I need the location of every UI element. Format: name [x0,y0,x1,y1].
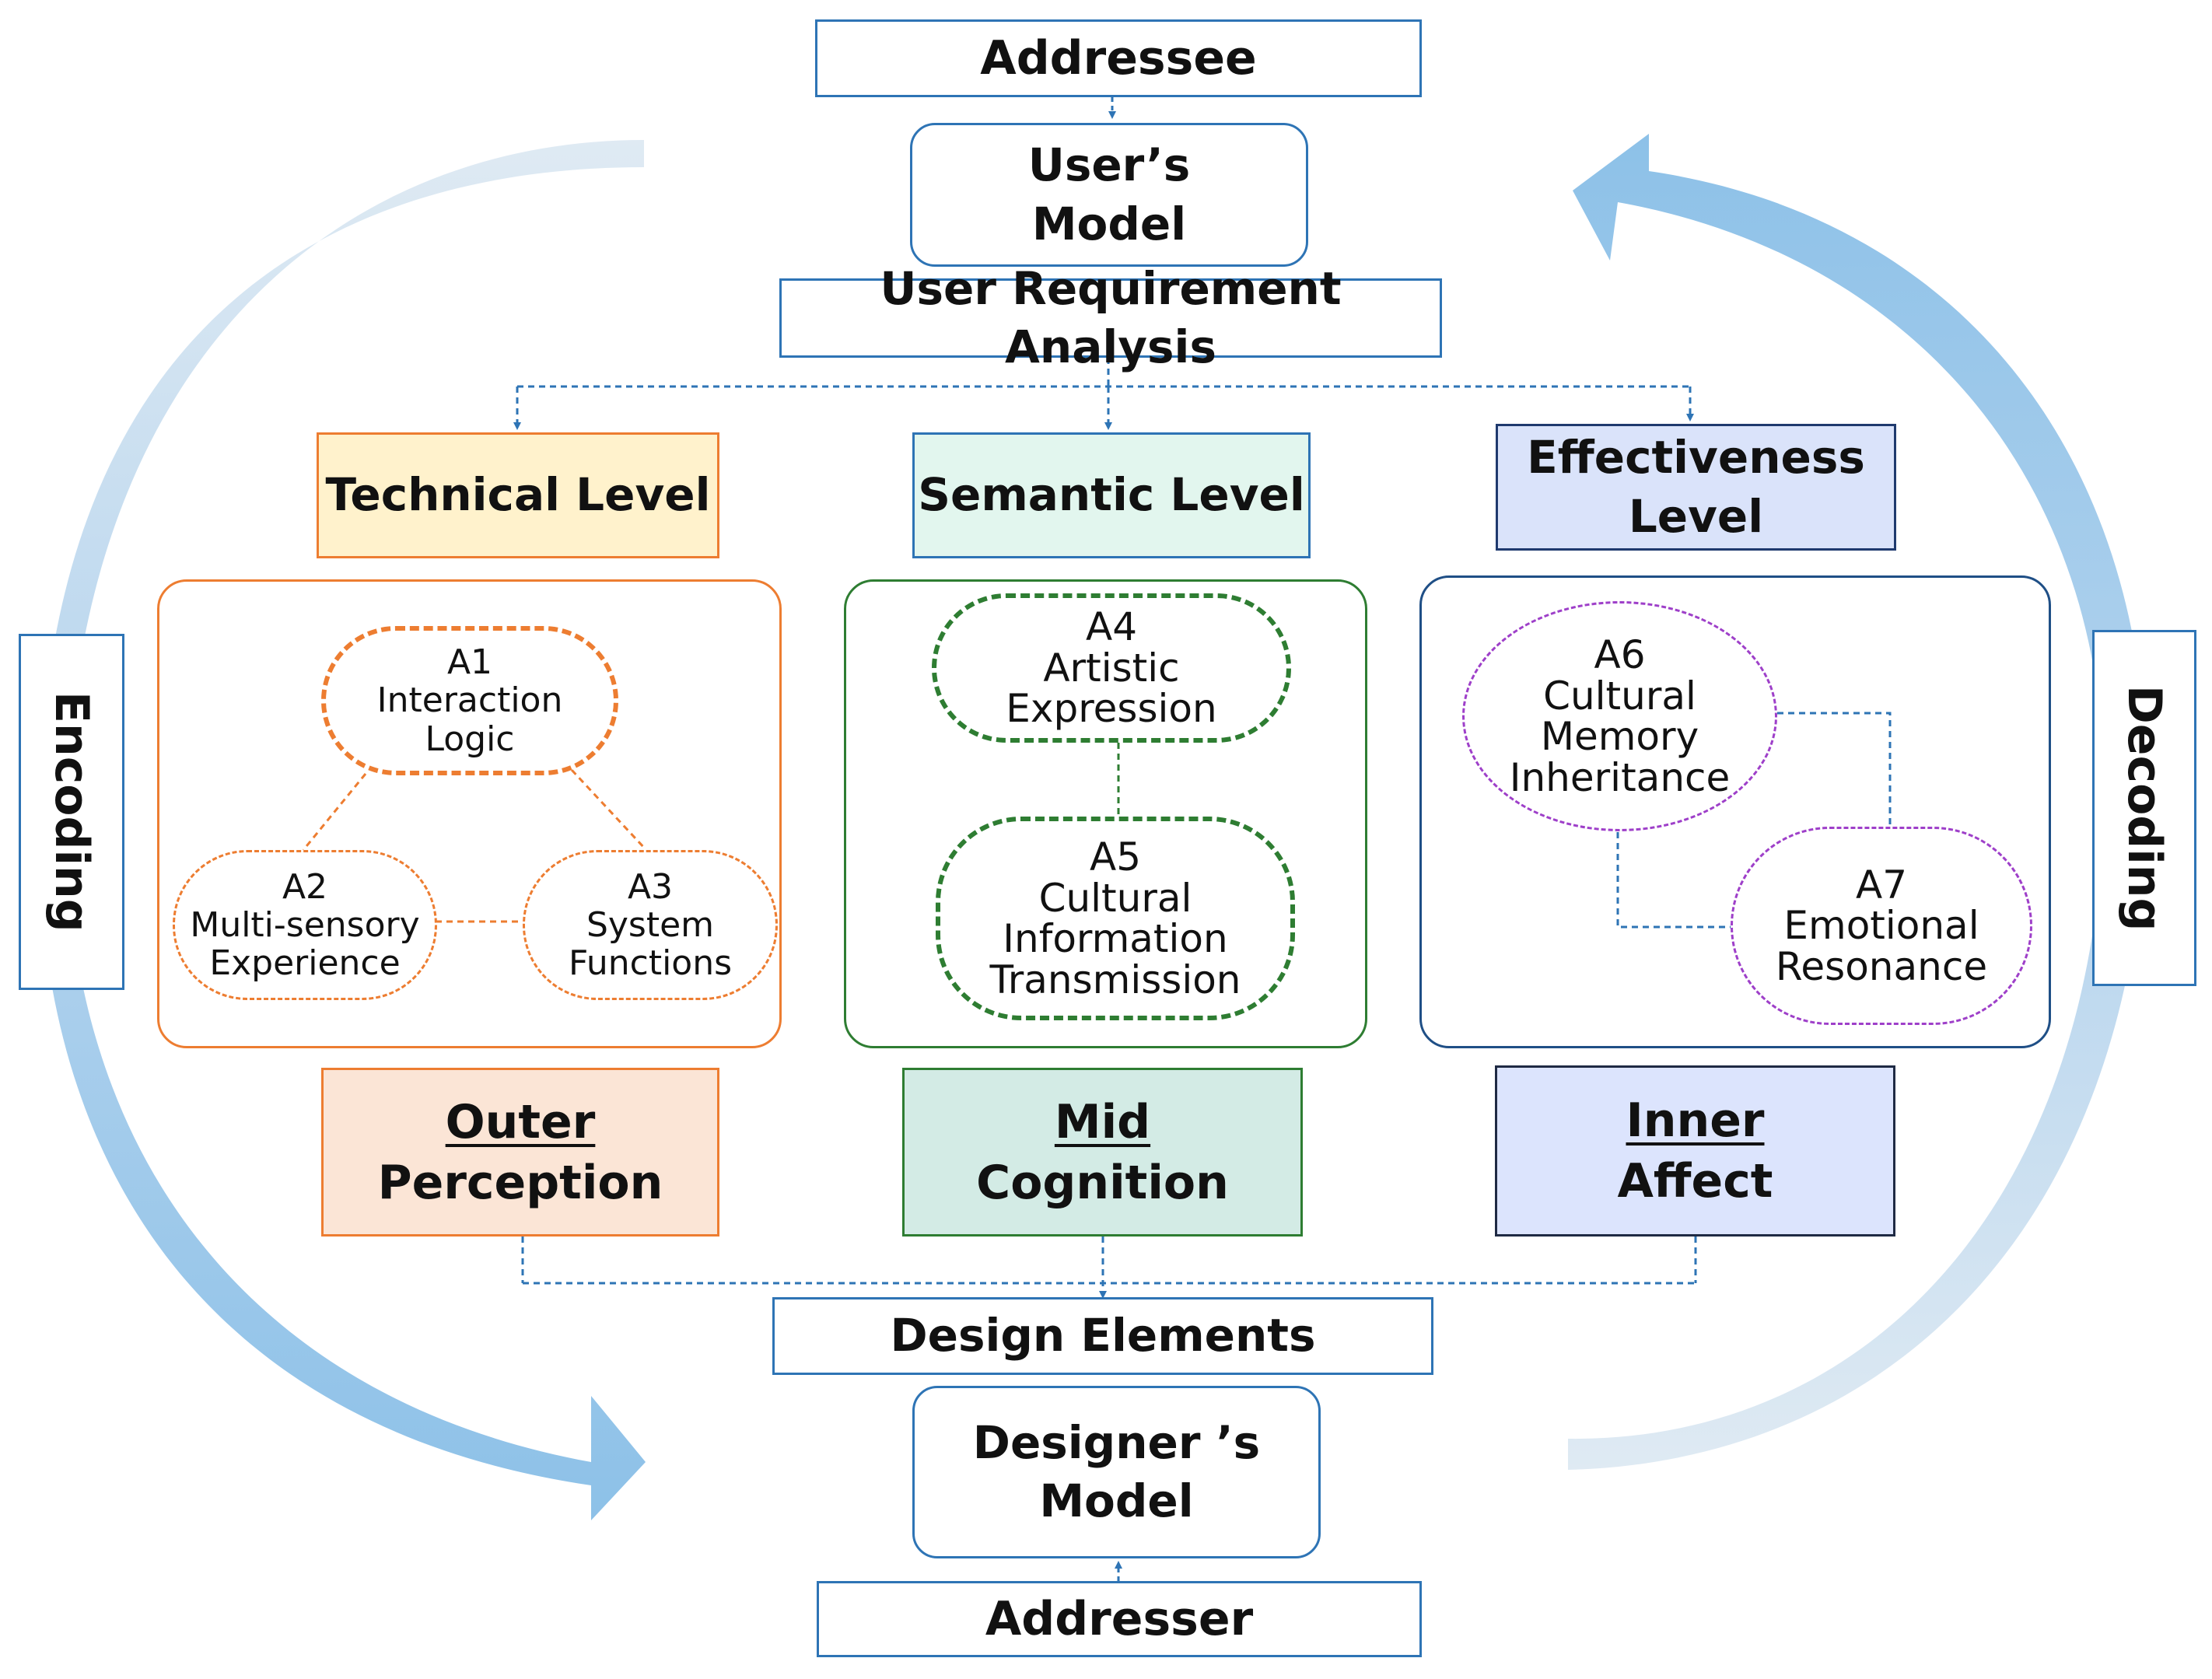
users-model-box: User’s Model [910,123,1308,267]
node-a4-artistic-expression: A4 Artistic Expression [932,593,1291,743]
addressee-label: Addressee [980,31,1257,86]
semantic-group [844,579,1367,1048]
decoding-box: Decoding [2092,630,2196,986]
technical-group [157,579,782,1048]
mid-cognition-line2: Cognition [976,1155,1229,1210]
design-elements-label: Design Elements [890,1309,1316,1362]
outer-perception-line2: Perception [377,1155,663,1210]
node-a5-cultural-information-transmission: A5 Cultural Information Transmission [936,817,1295,1020]
design-elements-box: Design Elements [772,1297,1433,1375]
semantic-level-label: Semantic Level [918,468,1305,522]
outer-perception-box: Outer Perception [321,1068,719,1237]
node-a2-line1: Multi-sensory [190,904,420,945]
node-a3-line2: Functions [568,943,733,984]
node-a1-code: A1 [446,642,493,683]
node-a5-line2: Information [1003,916,1228,961]
node-a6-line1: Cultural [1543,673,1696,719]
decoding-label: Decoding [2117,684,2172,932]
node-a4-line2: Expression [1006,686,1217,732]
outer-perception-line1: Outer [445,1094,596,1149]
designers-model-line2: Model [1039,1474,1194,1527]
node-a5-line1: Cultural [1038,875,1192,921]
node-a6-cultural-memory-inheritance: A6 Cultural Memory Inheritance [1462,601,1777,831]
inner-affect-line2: Affect [1617,1154,1773,1209]
node-a5-line3: Transmission [989,957,1241,1002]
node-a1-interaction-logic: A1 Interaction Logic [321,626,618,775]
node-a2-line2: Experience [209,943,401,984]
inner-affect-line1: Inner [1626,1093,1765,1148]
technical-level-label: Technical Level [325,468,711,522]
user-requirement-analysis-label: User Requirement Analysis [880,261,1342,373]
effectiveness-level-box: Effectiveness Level [1496,424,1896,551]
node-a3-system-functions: A3 System Functions [523,850,778,1000]
designers-model-line1: Designer ’s [972,1415,1261,1469]
designers-model-box: Designer ’s Model [912,1386,1321,1558]
node-a7-line2: Resonance [1775,943,1988,989]
node-a4-code: A4 [1085,604,1137,650]
mid-cognition-line1: Mid [1054,1094,1151,1149]
addressee-box: Addressee [815,19,1422,97]
node-a5-code: A5 [1089,834,1141,880]
node-a6-line2: Memory [1540,714,1699,759]
node-a2-code: A2 [282,866,328,907]
node-a4-line1: Artistic [1043,645,1180,691]
node-a2-multi-sensory-experience: A2 Multi-sensory Experience [173,850,437,1000]
users-model-line2: Model [1031,197,1187,250]
semantic-level-box: Semantic Level [912,432,1311,558]
node-a1-line1: Interaction [376,680,563,721]
encoding-box: Encoding [19,634,124,990]
users-model-line1: User’s [1027,138,1191,192]
node-a7-code: A7 [1855,862,1907,908]
node-a6-code: A6 [1594,632,1646,677]
encoding-label: Encoding [44,691,99,932]
node-a7-emotional-resonance: A7 Emotional Resonance [1731,827,2032,1025]
node-a7-line1: Emotional [1783,903,1979,949]
technical-level-box: Technical Level [317,432,719,558]
addresser-label: Addresser [985,1592,1254,1646]
mid-cognition-box: Mid Cognition [902,1068,1303,1237]
user-requirement-analysis-box: User Requirement Analysis [779,262,1442,373]
inner-affect-box: Inner Affect [1495,1065,1895,1237]
effectiveness-group [1419,575,2051,1048]
node-a6-line3: Inheritance [1509,754,1731,800]
effectiveness-level-line2: Level [1628,489,1764,543]
node-a3-code: A3 [627,866,674,907]
node-a3-line1: System [586,904,715,945]
node-a1-line2: Logic [425,719,515,759]
effectiveness-level-line1: Effectiveness [1527,431,1865,484]
addresser-box: Addresser [817,1581,1422,1657]
